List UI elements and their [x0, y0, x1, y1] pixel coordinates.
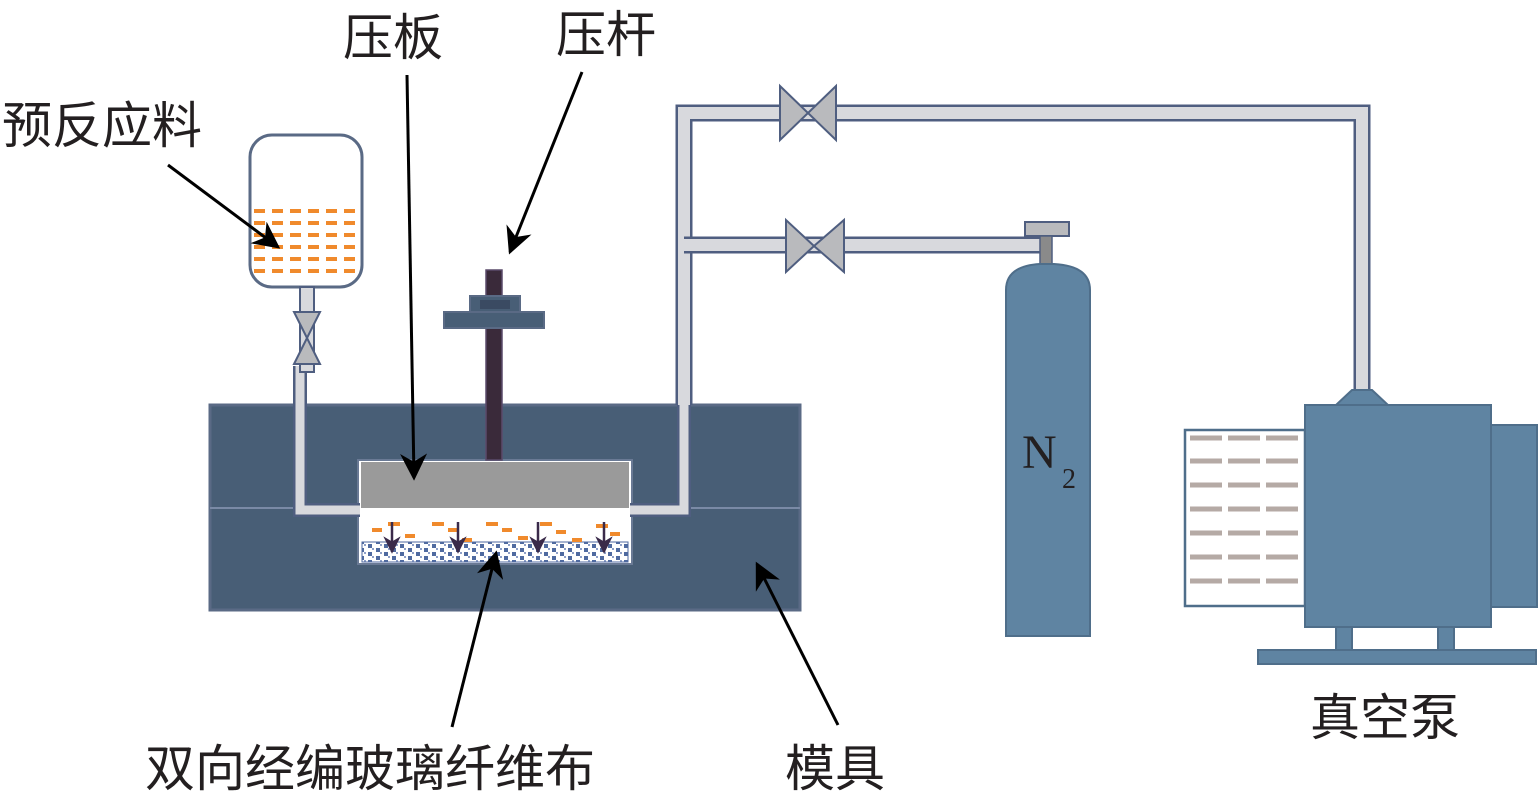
- pump-base: [1257, 649, 1537, 665]
- resin-tank: [248, 133, 364, 373]
- gas-subscript: 2: [1062, 464, 1076, 495]
- arrow-preform-resin: [167, 163, 281, 249]
- arrow-fabric: [450, 550, 504, 728]
- label-preform-resin: 预反应料: [2, 97, 202, 155]
- pump-fin-lines: [1190, 435, 1302, 584]
- gas-symbol: N: [1022, 426, 1057, 479]
- label-fabric: 双向经编玻璃纤维布: [145, 740, 595, 798]
- arrow-press-rod: [506, 71, 584, 255]
- mold: [208, 366, 802, 612]
- pump-end-cap: [1490, 424, 1538, 608]
- rod-handle: [443, 311, 545, 329]
- label-vacuum-pump: 真空泵: [1310, 689, 1460, 747]
- press-rod: [443, 269, 545, 461]
- arrow-mold: [755, 561, 840, 726]
- press-plate: [361, 462, 629, 508]
- arrow-press-plate: [400, 74, 428, 481]
- pressure-arrows: [383, 522, 613, 554]
- nitrogen-valve-icon[interactable]: [785, 217, 845, 275]
- label-mold: 模具: [785, 740, 885, 798]
- leader-arrows: [167, 71, 840, 728]
- nitrogen-cylinder: N 2: [1005, 221, 1091, 637]
- pump-motor: [1304, 404, 1492, 628]
- cylinder-regulator: [1024, 221, 1070, 237]
- resin-in-cavity: [372, 522, 620, 542]
- cylinder-body: [1005, 263, 1091, 637]
- vacuum-valve-icon[interactable]: [779, 83, 837, 143]
- vacuum-pump: [1183, 389, 1538, 665]
- feed-valve-icon[interactable]: [292, 311, 322, 365]
- label-press-plate: 压板: [343, 9, 443, 67]
- rod-collar-inner: [480, 300, 510, 309]
- label-press-rod: 压杆: [556, 6, 656, 64]
- piping: [675, 83, 1371, 405]
